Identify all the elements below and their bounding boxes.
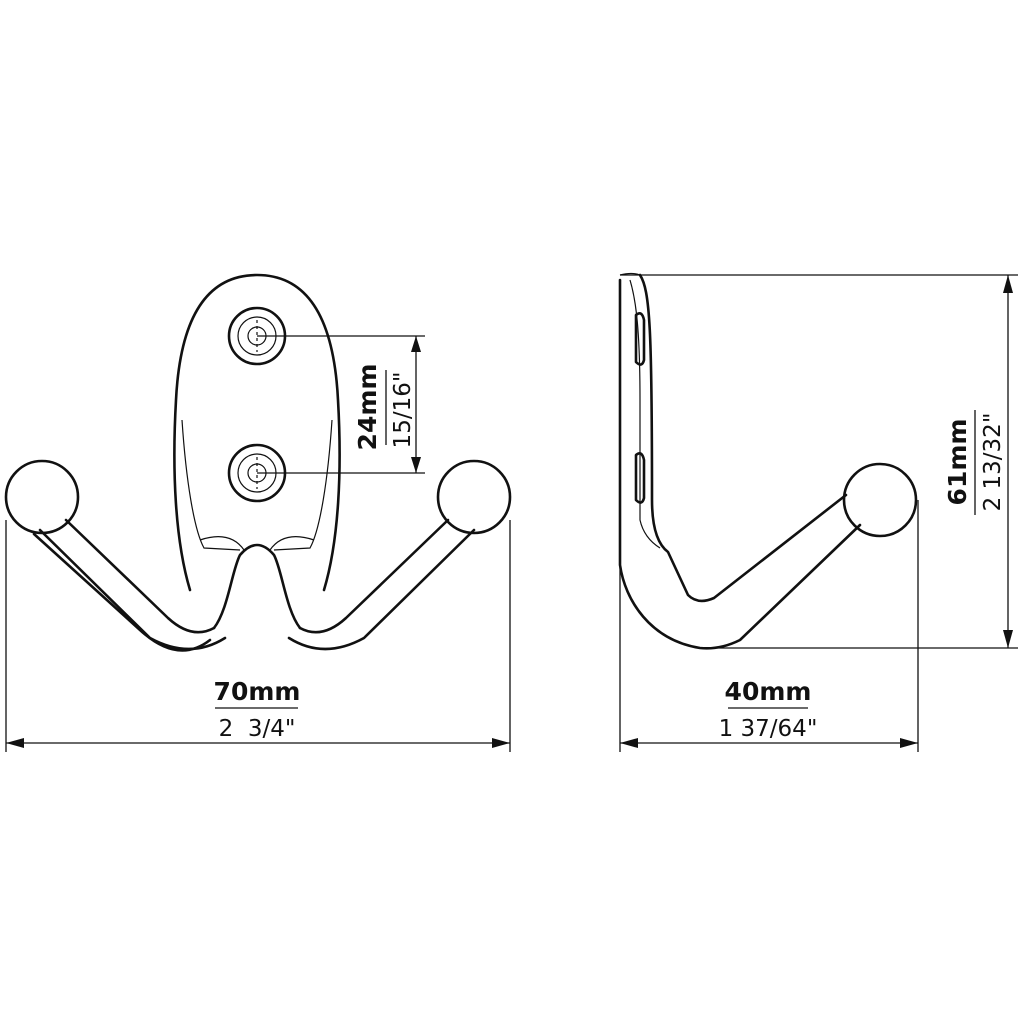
depth-mm: 40mm [725,677,812,706]
height-inch: 2 13/32" [980,413,1006,512]
height-mm: 61mm [943,419,972,506]
left-knob [4,459,80,535]
side-knob [842,462,918,538]
center-notch [212,543,302,630]
side-view: 61mm 2 13/32" 40mm 1 37/64" [618,272,1018,752]
side-hook-outer [618,278,862,650]
right-arm [298,518,450,634]
side-hook-inner [638,273,848,603]
front-view: 24mm 15/16" 70mm 2 3/4" [4,273,512,752]
depth-inch: 1 37/64" [719,716,818,742]
width-inch: 2 3/4" [219,716,296,742]
hole-spacing-inch: 15/16" [390,372,416,449]
width-dimension: 70mm 2 3/4" [5,520,511,752]
width-mm: 70mm [214,677,301,706]
hole-spacing-dimension: 24mm 15/16" [257,335,425,474]
hole-spacing-mm: 24mm [353,364,382,451]
left-arm [64,518,216,634]
backplate [173,273,341,592]
height-dimension: 61mm 2 13/32" [620,274,1018,649]
depth-dimension: 40mm 1 37/64" [619,500,919,752]
right-knob [436,459,512,535]
